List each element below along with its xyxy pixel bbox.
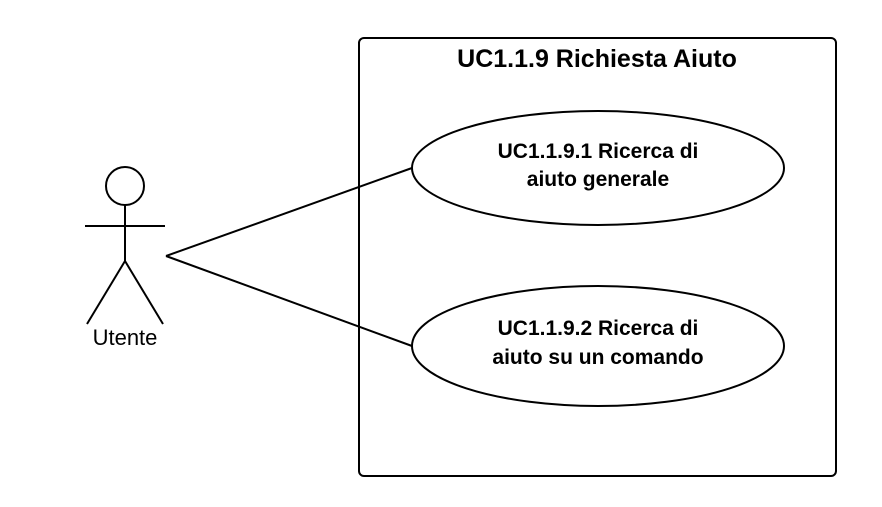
use-case-label-line2: aiuto su un comando [492,346,703,369]
use-case-label-line1: UC1.1.9.1 Ricerca di [498,140,699,163]
use-case-uc1: UC1.1.9.1 Ricerca di aiuto generale [411,110,785,226]
system-title: UC1.1.9 Richiesta Aiuto [457,45,737,73]
use-case-label-line1: UC1.1.9.2 Ricerca di [498,317,699,340]
actor-name: Utente [93,325,158,350]
use-case-label-line2: aiuto generale [527,168,669,191]
actor-head [105,166,145,206]
system-boundary [358,37,837,477]
use-case-uc2: UC1.1.9.2 Ricerca di aiuto su un comando [411,285,785,407]
actor-left-leg [86,260,126,325]
use-case-ellipse [411,285,785,407]
association-line-uc1 [165,167,413,257]
association-line-uc2 [165,255,413,347]
actor-right-leg [124,260,164,325]
actor-utente [85,166,165,325]
use-case-ellipse [411,110,785,226]
